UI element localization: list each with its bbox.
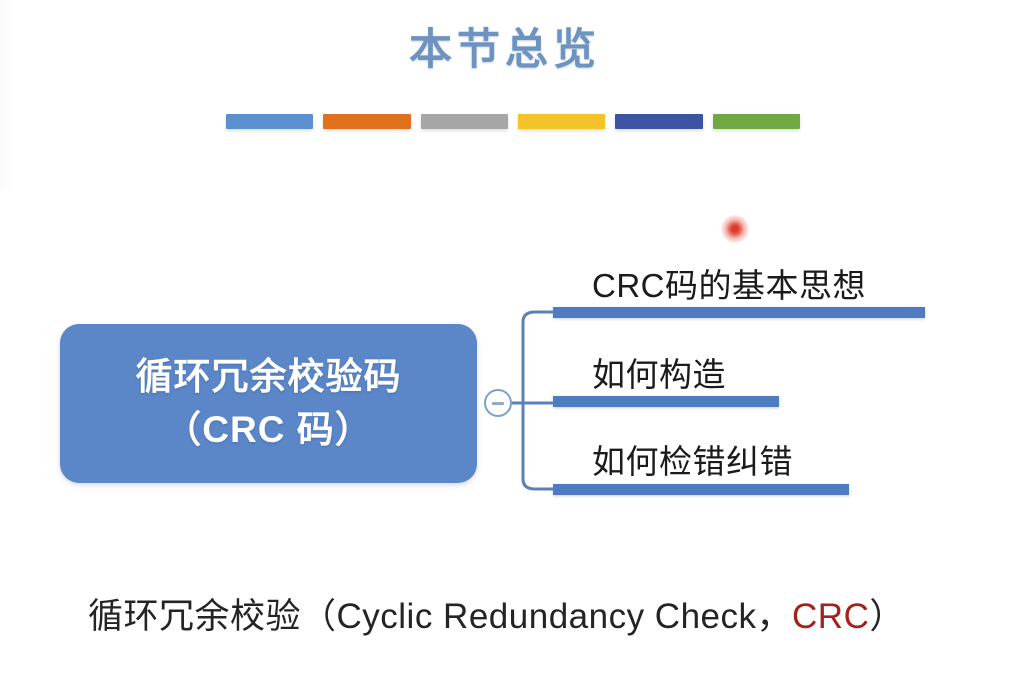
mindmap-root-label-line1: 循环冗余校验码 xyxy=(135,355,402,397)
caption-highlight: CRC xyxy=(792,597,870,636)
laser-pointer-dot-icon xyxy=(721,215,749,243)
mindmap-branch-label-2[interactable]: 如何构造 xyxy=(592,356,726,393)
color-bar-green xyxy=(712,114,800,129)
mindmap-root-node[interactable]: 循环冗余校验码 （CRC 码） xyxy=(60,324,477,483)
connector-to-branch-3 xyxy=(521,403,553,491)
page-title: 本节总览 xyxy=(409,25,601,75)
mindmap-root-label: 循环冗余校验码 （CRC 码） xyxy=(136,351,402,456)
caption-suffix: ） xyxy=(869,597,905,636)
mindmap-branch-bar-3[interactable] xyxy=(553,484,849,495)
color-bar-blue xyxy=(226,114,314,129)
color-bar-gray xyxy=(420,114,508,129)
mindmap-branch-bar-1[interactable] xyxy=(553,307,925,318)
connector-to-branch-1 xyxy=(521,310,553,403)
left-edge-artifact xyxy=(0,0,16,190)
color-bar-orange xyxy=(323,114,411,129)
caption-prefix: 循环冗余校验（Cyclic Redundancy Check， xyxy=(88,597,793,636)
collapse-minus-icon[interactable] xyxy=(484,389,512,417)
color-bar-dark-blue xyxy=(615,114,703,129)
decorative-color-bar-row xyxy=(226,114,800,129)
mindmap-root-label-line2: （CRC 码） xyxy=(164,408,373,450)
caption-text: 循环冗余校验（Cyclic Redundancy Check，CRC） xyxy=(88,588,905,639)
color-bar-yellow xyxy=(517,114,606,129)
mindmap-branch-bar-2[interactable] xyxy=(553,396,779,407)
mindmap-branch-label-1[interactable]: CRC码的基本思想 xyxy=(592,267,866,304)
mindmap-branch-label-3[interactable]: 如何检错纠错 xyxy=(592,443,793,480)
